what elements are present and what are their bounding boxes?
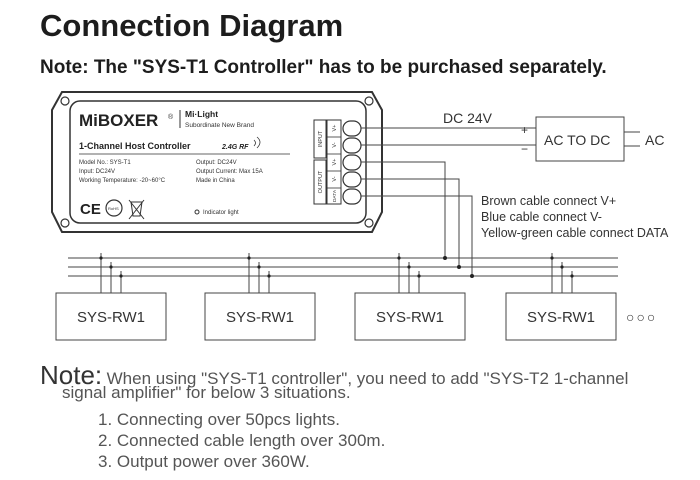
ac-input-label: AC [645,132,664,148]
list-item: 1. Connecting over 50pcs lights. [98,410,340,429]
note-line-2: signal amplifier" for below 3 situations… [62,383,351,402]
signal-bus [68,257,618,277]
origin-label: Made in China [196,178,235,184]
terminal-label-input-vplus: V+ [332,125,338,132]
cable-note-yellow-green: Yellow-green cable connect DATA [481,226,669,240]
wireless-icon [253,136,261,149]
receiver-label-2: SYS-RW1 [226,309,294,326]
receiver-box-2 [204,292,316,341]
receiver-label-3: SYS-RW1 [376,309,444,326]
receiver-box-3 [354,292,466,341]
weee-bin-icon [128,199,145,220]
ce-mark-icon: CE [80,201,101,218]
indicator-light-icon [194,209,200,215]
rohs-label: RoHS [108,206,119,211]
converter-minus: − [521,142,528,156]
more-receivers-indicator: ○○○ [626,309,657,325]
cable-note-blue: Blue cable connect V- [481,210,602,224]
terminal-screw-4 [342,171,362,188]
terminal-label-output-vminus: V- [332,176,338,181]
list-item: 2. Connected cable length over 300m. [98,431,386,450]
power-wires [361,127,515,146]
receiver-label-1: SYS-RW1 [77,309,145,326]
note-label: Note: [40,360,103,390]
receiver-box-1 [55,292,167,341]
sub-brand: Mi·Light [185,109,218,119]
terminal-screw-1 [342,120,362,137]
note-line-1: When using "SYS-T1 controller", you need… [106,369,629,388]
drop-junctions [99,256,574,278]
converter-label: AC TO DC [544,132,610,148]
indicator-label: Indicator light [203,210,239,216]
output-group-label: OUTPUT [318,170,324,193]
terminal-label-output-data: DATA [332,189,338,202]
input-spec: Input: DC24V [79,169,115,175]
converter-plus: + [521,123,528,137]
output-spec: Output: DC24V [196,160,237,166]
temperature-spec: Working Temperature: -20~60°C [79,178,166,184]
bus-junctions [443,256,474,278]
terminal-screw-3 [342,154,362,171]
terminal-label-input-vminus: V- [332,142,338,147]
model-number: Model No.: SYS-T1 [79,160,131,166]
brand-mark: ® [168,113,174,121]
sub-brand-tagline: Subordinate New Brand [185,122,254,129]
output-wires [361,161,473,276]
input-group-label: INPUT [318,130,324,147]
controller-housing [51,91,383,233]
product-name: 1-Channel Host Controller [79,141,191,151]
cable-note-brown: Brown cable connect V+ [481,194,616,208]
terminal-label-output-vplus: V+ [332,159,338,166]
terminal-screw-2 [342,137,362,154]
receiver-drops [100,253,573,293]
receiver-box-4 [505,292,617,341]
brand-logo: MiBOXER [79,111,158,130]
page-title: Connection Diagram [40,8,344,43]
ac-dc-converter [535,116,625,162]
terminal-screw-5 [342,188,362,205]
situation-list: 1. Connecting over 50pcs lights. 2. Conn… [98,409,385,472]
output-current-spec: Output Current: Max 15A [196,169,263,175]
purchase-note: Note: The "SYS-T1 Controller" has to be … [40,57,607,78]
receiver-label-4: SYS-RW1 [527,309,595,326]
rf-label: 2.4G RF [221,144,249,151]
terminal-block: INPUT OUTPUT V+ V- V+ V- DATA [313,119,362,205]
dc-voltage-label: DC 24V [443,110,493,126]
usage-note: Note: When using "SYS-T1 controller", yo… [40,360,680,391]
rohs-mark-icon [105,199,123,217]
list-item: 3. Output power over 360W. [98,452,310,471]
